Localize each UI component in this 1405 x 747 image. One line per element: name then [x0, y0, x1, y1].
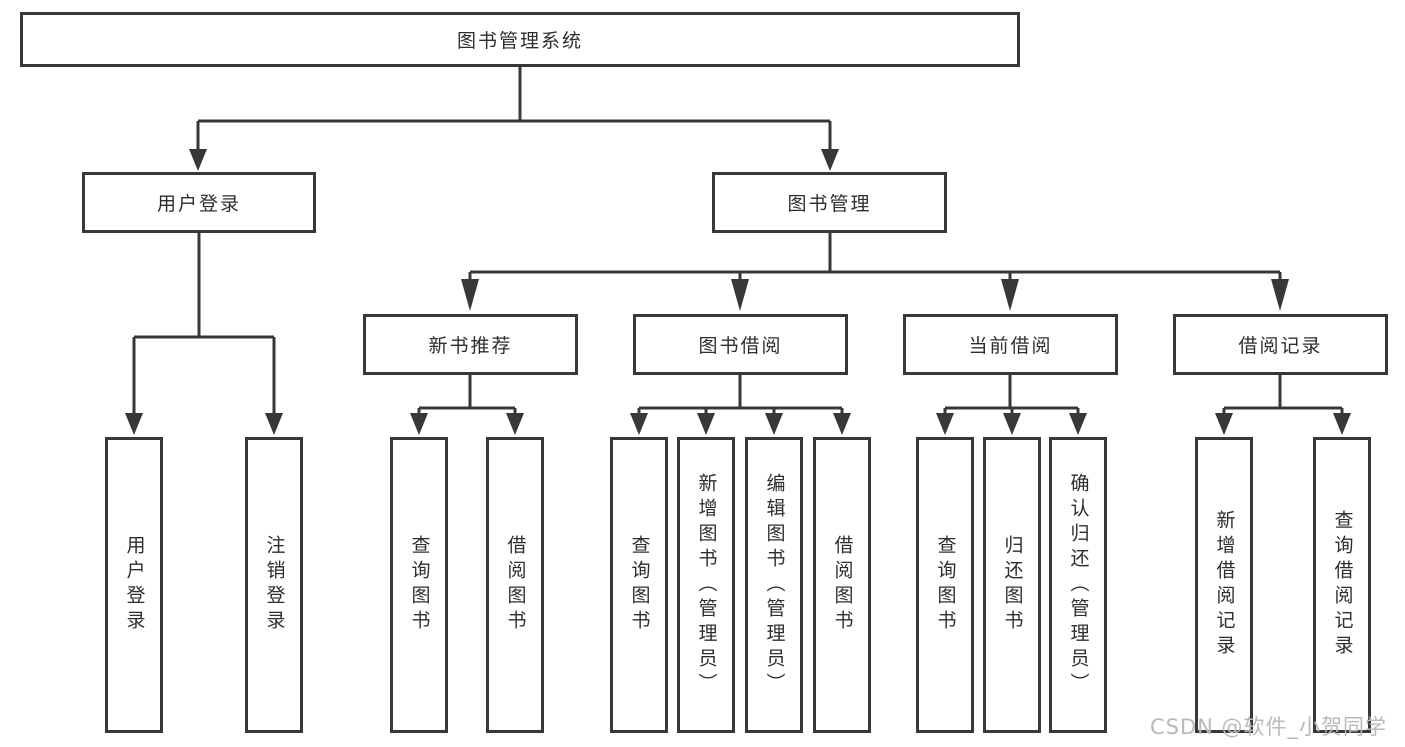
node-label: 查询借阅记录 — [1331, 510, 1354, 660]
node-root-system: 图书管理系统 — [20, 12, 1020, 67]
node-label: 用户登录 — [156, 193, 241, 215]
node-book-borrowing: 图书借阅 — [633, 314, 848, 375]
node-label: 查询图书 — [408, 535, 431, 635]
csdn-watermark: CSDN @软件_小贺同学 — [1150, 715, 1388, 739]
node-label: 确认归还（管理员） — [1067, 472, 1090, 698]
node-label: 归还图书 — [1001, 535, 1024, 635]
node-label: 图书管理 — [787, 193, 872, 215]
leaf-borrow-book: 借阅图书 — [813, 437, 871, 733]
leaf-query-book-borrowing: 查询图书 — [610, 437, 668, 733]
node-book-management-module: 图书管理 — [712, 172, 947, 233]
leaf-query-book-current: 查询图书 — [916, 437, 974, 733]
leaf-add-book-admin: 新增图书（管理员） — [677, 437, 735, 733]
node-label: 新增借阅记录 — [1213, 510, 1236, 660]
node-label: 图书管理系统 — [456, 30, 583, 52]
node-label: 注销登录 — [263, 535, 286, 635]
node-label: 查询图书 — [934, 535, 957, 635]
node-label: 编辑图书（管理员） — [763, 472, 786, 698]
node-label: 借阅图书 — [831, 535, 854, 635]
node-label: 查询图书 — [628, 535, 651, 635]
node-current-borrowing: 当前借阅 — [903, 314, 1118, 375]
leaf-borrow-book-recommend: 借阅图书 — [486, 437, 544, 733]
leaf-confirm-return-admin: 确认归还（管理员） — [1049, 437, 1107, 733]
node-borrowing-records: 借阅记录 — [1173, 314, 1388, 375]
node-label: 用户登录 — [123, 535, 146, 635]
leaf-query-book-recommend: 查询图书 — [390, 437, 448, 733]
node-label: 新增图书（管理员） — [695, 472, 718, 698]
node-label: 当前借阅 — [968, 335, 1053, 357]
node-new-book-recommend: 新书推荐 — [363, 314, 578, 375]
leaf-return-book: 归还图书 — [983, 437, 1041, 733]
leaf-query-borrow-record: 查询借阅记录 — [1313, 437, 1371, 733]
node-label: 新书推荐 — [428, 335, 513, 357]
node-user-login-module: 用户登录 — [82, 172, 316, 233]
node-label: 图书借阅 — [698, 335, 783, 357]
leaf-user-login: 用户登录 — [105, 437, 163, 733]
node-label: 借阅记录 — [1238, 335, 1323, 357]
leaf-add-borrow-record: 新增借阅记录 — [1195, 437, 1253, 733]
node-label: 借阅图书 — [504, 535, 527, 635]
leaf-edit-book-admin: 编辑图书（管理员） — [745, 437, 803, 733]
leaf-logout: 注销登录 — [245, 437, 303, 733]
